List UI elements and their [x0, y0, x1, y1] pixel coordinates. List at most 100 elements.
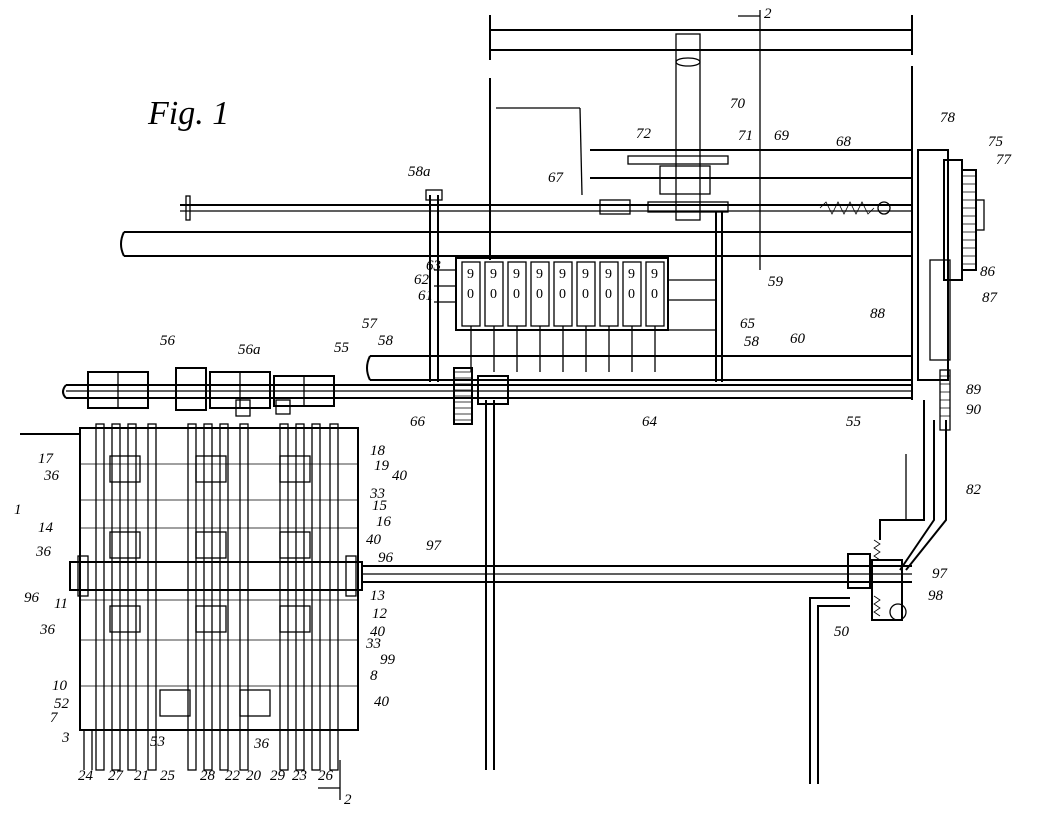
section-marker-top: 2	[764, 6, 772, 22]
key-latch	[195, 605, 227, 633]
ref-label: 7	[50, 710, 59, 726]
wheel-digit-mid: 0	[536, 287, 543, 302]
key-bar	[295, 423, 305, 771]
wheel-digit-mid: 0	[559, 287, 566, 302]
ref-label: 36	[35, 544, 52, 560]
ref-label: 58	[744, 334, 760, 350]
ref-label: 97	[932, 566, 949, 582]
ref-label: 8	[370, 668, 378, 684]
upper-shafts	[120, 149, 912, 257]
ref-label: 97	[426, 538, 443, 554]
ref-label: 77	[996, 152, 1013, 168]
ref-label: 40	[366, 532, 382, 548]
key-bar	[127, 423, 137, 771]
ref-label: 19	[374, 458, 390, 474]
ref-label: 58a	[408, 164, 431, 180]
ref-label: 27	[108, 768, 125, 784]
ref-label: 75	[988, 134, 1004, 150]
ref-label: 89	[966, 382, 982, 398]
key-mechanism-1	[20, 423, 363, 771]
key-bar	[111, 423, 121, 771]
shaft-97	[362, 565, 912, 583]
figure-title: Fig. 1	[147, 95, 229, 132]
drive-assembly-75	[879, 149, 985, 571]
ref-label: 96	[24, 590, 40, 606]
wheel-digit-top: 9	[490, 267, 497, 282]
ref-label: 40	[392, 468, 408, 484]
ref-label: 59	[768, 274, 784, 290]
wheel-digit-top: 9	[651, 267, 658, 282]
key-bar	[187, 423, 197, 771]
key-bar	[147, 423, 157, 771]
ref-label: 61	[418, 288, 433, 304]
ref-label: 12	[372, 606, 388, 622]
ref-label: 10	[52, 678, 68, 694]
ref-label: 64	[642, 414, 658, 430]
wheel-digit-top: 9	[559, 267, 566, 282]
ref-label: 20	[246, 768, 262, 784]
post-70	[627, 33, 729, 221]
ref-label: 25	[160, 768, 176, 784]
wheel-digit-top: 9	[536, 267, 543, 282]
ref-label: 58	[378, 333, 394, 349]
ref-label: 3	[61, 730, 70, 746]
ref-label: 14	[38, 520, 54, 536]
section-marker-bottom: 2	[344, 792, 352, 808]
ref-label: 82	[966, 482, 982, 498]
ref-label: 40	[370, 624, 386, 640]
ref-label: 63	[426, 258, 441, 274]
ref-label: 88	[870, 306, 886, 322]
ref-label: 86	[980, 264, 996, 280]
key-latch	[109, 605, 141, 633]
ref-label: 98	[928, 588, 944, 604]
ref-label: 65	[740, 316, 756, 332]
ref-label: 67	[548, 170, 565, 186]
wheel-digit-top: 9	[628, 267, 635, 282]
ref-label: 66	[410, 414, 426, 430]
ref-label: 55	[846, 414, 862, 430]
wheel-digit-mid: 0	[605, 287, 612, 302]
key-latch	[109, 531, 141, 559]
ref-label: 22	[225, 768, 241, 784]
key-bar	[239, 423, 249, 771]
key-bar	[203, 423, 213, 771]
ref-label: 87	[982, 290, 999, 306]
ref-label: 78	[940, 110, 956, 126]
key-latch	[279, 605, 311, 633]
key-latch	[279, 531, 311, 559]
ref-label: 99	[380, 652, 396, 668]
wheel-digit-mid: 0	[513, 287, 520, 302]
wheel-digit-mid: 0	[651, 287, 658, 302]
ref-label: 33	[365, 636, 381, 652]
upper-frame	[489, 15, 913, 400]
key-bar	[279, 423, 289, 771]
ref-label: 40	[374, 694, 390, 710]
key-bar	[219, 423, 229, 771]
ref-label: 62	[414, 272, 430, 288]
key-bar	[329, 423, 339, 771]
ref-label: 36	[43, 468, 60, 484]
key-latch	[159, 689, 191, 717]
key-bar	[311, 423, 321, 771]
gear-66	[453, 367, 509, 425]
wheel-digit-top: 9	[582, 267, 589, 282]
ref-label: 71	[738, 128, 753, 144]
ref-label: 72	[636, 126, 652, 142]
ref-label: 24	[78, 768, 94, 784]
wheel-digit-top: 9	[467, 267, 474, 282]
ref-label: 55	[334, 340, 350, 356]
ref-label: 60	[790, 331, 806, 347]
ref-label: 28	[200, 768, 216, 784]
ref-label: 33	[369, 486, 385, 502]
rods-58	[425, 189, 723, 382]
wheel-digit-mid: 0	[628, 287, 635, 302]
ref-label: 17	[38, 451, 55, 467]
ref-label: 52	[54, 696, 70, 712]
ref-label: 69	[774, 128, 790, 144]
section-line: 2 2	[318, 6, 772, 808]
key-latch	[195, 455, 227, 483]
ref-label: 1	[14, 502, 22, 518]
ref-label: 29	[270, 768, 286, 784]
